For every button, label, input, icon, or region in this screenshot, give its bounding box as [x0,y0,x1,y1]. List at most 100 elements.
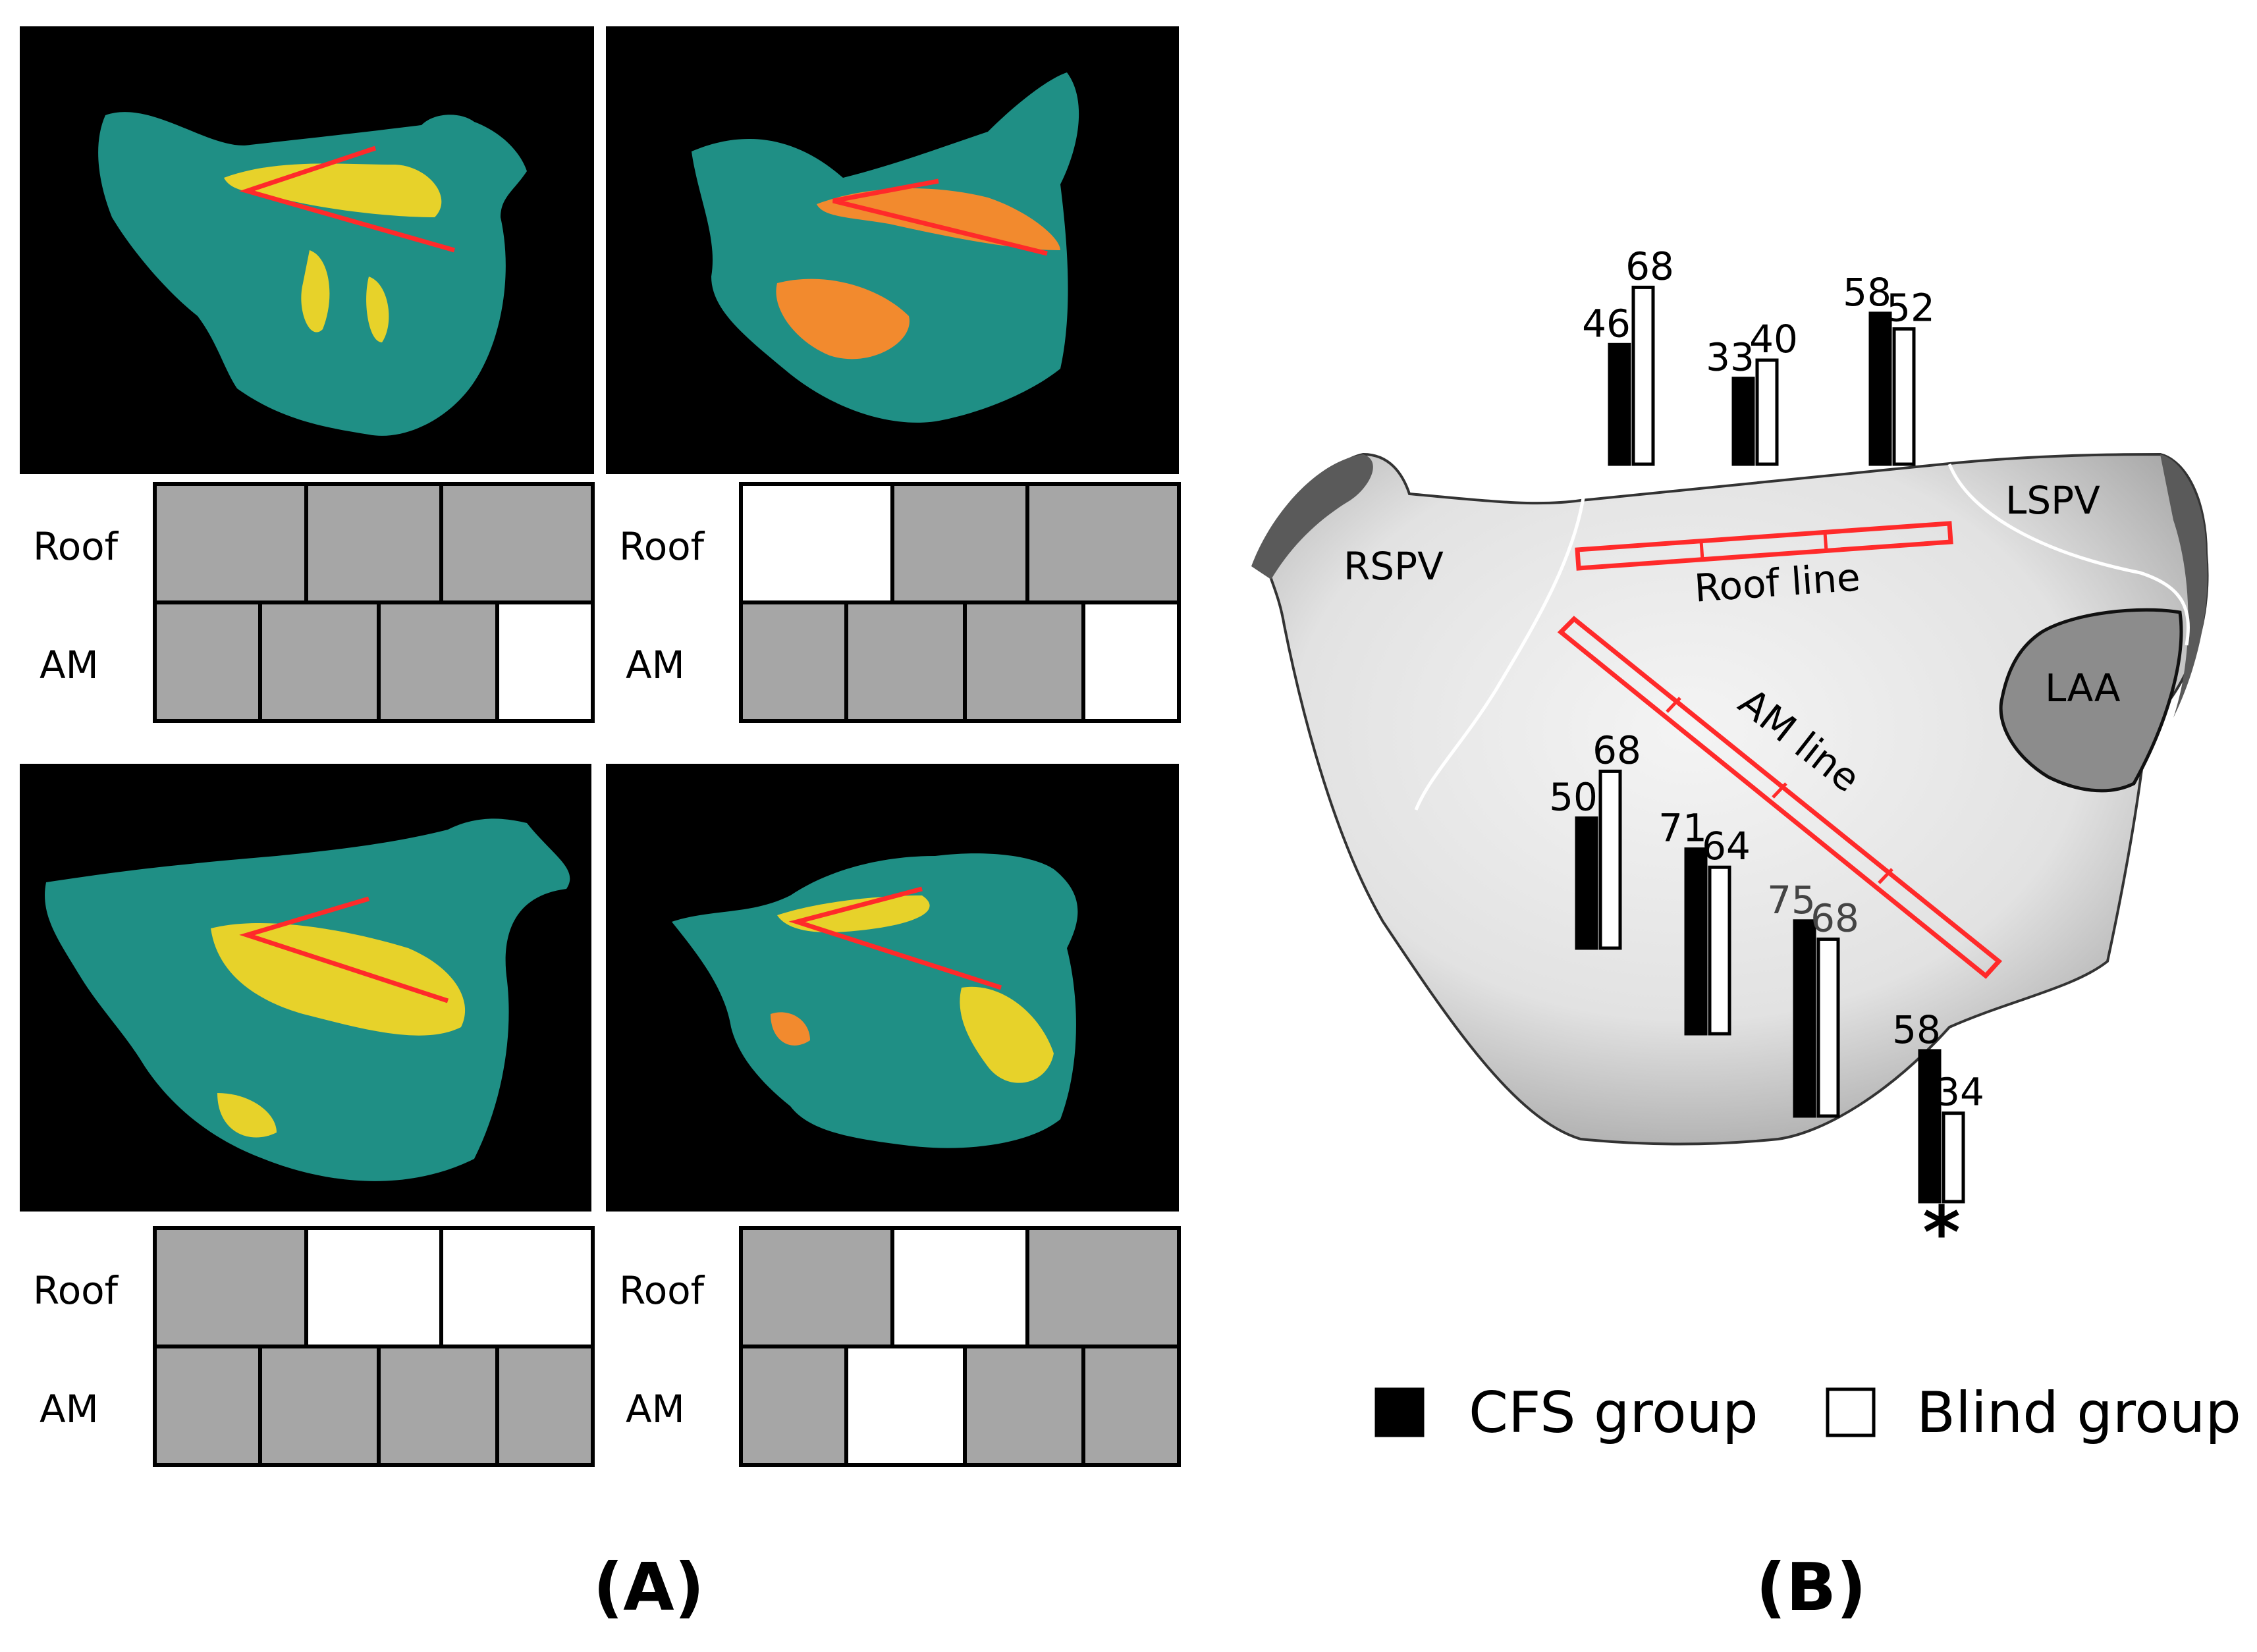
bar-blind-label-1: 68 [1625,244,1674,288]
grid-2-roof-cell-2 [890,482,1029,604]
map-4-scar-patch [960,986,1054,1083]
bar-blind-7 [1942,1111,1965,1204]
am-line-divider-1 [1666,697,1681,713]
bar-cfs-1 [1608,342,1631,466]
map-4-ablation-line [788,886,1002,990]
bar-cfs-7 [1918,1049,1942,1204]
bar-cfs-4 [1575,816,1598,950]
grid-1-am-cell-1 [153,600,262,723]
lge-map-4 [606,764,1179,1212]
bar-blind-5 [1708,865,1731,1036]
bar-cfs-label-6: 75 [1767,878,1816,922]
map-2-atrium [692,72,1079,423]
grid-2-roof-label: Roof [619,524,705,569]
legend-cfs-swatch [1374,1387,1425,1437]
bar-cfs-label-2: 33 [1706,335,1754,380]
bar-cfs-label-5: 71 [1658,806,1707,851]
grid-4-am-cell-4 [1081,1345,1181,1467]
lge-map-1 [20,26,594,474]
map-3-ablation-line [239,896,449,1003]
grid-4-am-label: AM [626,1387,685,1431]
am-line-divider-2 [1772,782,1787,799]
bar-cfs-2 [1731,377,1755,466]
map-4-scar-patch-2 [771,1012,810,1046]
map-2-scar-posterior [776,279,910,360]
grid-4-am-cell-2 [844,1345,967,1467]
bar-blind-3 [1892,327,1916,466]
bar-blind-6 [1816,937,1840,1118]
legend-cfs-label: CFS group [1469,1380,1758,1446]
bar-blind-label-7: 34 [1936,1070,1984,1115]
grid-2-am-cell-2 [844,600,967,723]
map-2-ablation-line [832,178,1048,256]
grid-2-am-label: AM [626,643,685,687]
grid-3-am-cell-1 [153,1345,262,1467]
grid-1-am-cell-3 [377,600,499,723]
bar-blind-label-2: 40 [1749,317,1798,361]
grid-2-am-cell-3 [963,600,1085,723]
grid-2-roof-cell-3 [1025,482,1181,604]
grid-2-am-cell-1 [739,600,848,723]
grid-4-roof-cell-3 [1025,1226,1181,1348]
grid-3-am-cell-3 [377,1345,499,1467]
map-2-scar-roof [817,188,1060,250]
bar-cfs-3 [1868,311,1892,466]
legend-blind-label: Blind group [1917,1380,2241,1446]
am-line-divider-3 [1878,868,1893,884]
bar-cfs-label-4: 50 [1549,775,1598,820]
rspv-label: RSPV [1344,544,1444,589]
grid-4-am-cell-1 [739,1345,848,1467]
lspv-label: LSPV [2005,478,2100,523]
bar-blind-2 [1755,358,1779,466]
panel-b-label: (B) [1756,1549,1866,1626]
roof-line-divider-2 [1823,532,1828,552]
grid-3-roof-label: Roof [33,1268,119,1313]
map-3-scar-roof [211,922,466,1036]
grid-4-am-cell-3 [963,1345,1085,1467]
grid-4-roof-cell-2 [890,1226,1029,1348]
legend: CFS group Blind group [1374,1380,2241,1446]
significance-asterisk: * [1922,1190,1961,1275]
grid-3-roof-cell-1 [153,1226,308,1348]
grid-4-roof-label: Roof [619,1268,705,1313]
legend-blind-swatch [1826,1387,1876,1437]
panel-b: Roof line AM line RSPV LSPV LAA 46683340… [1251,244,2241,1626]
grid-1-roof-cell-1 [153,482,308,604]
lspv-ostium [2160,454,2208,718]
bar-blind-1 [1631,285,1655,466]
map-4-scar-roof [777,895,930,932]
lge-map-3 [20,764,591,1212]
grid-3-am-cell-4 [495,1345,595,1467]
grid-2-roof-cell-1 [739,482,894,604]
roof-line-box [1575,521,1953,571]
map-1-scar-patch [301,250,330,333]
grid-3-roof-cell-2 [304,1226,443,1348]
map-3-scar-patch [217,1093,277,1138]
lspv-boundary-line [1947,464,2190,646]
bar-blind-label-4: 68 [1592,728,1641,772]
bar-blind-label-6: 68 [1810,895,1859,940]
bar-blind-4 [1598,769,1622,950]
map-1-scar-roof [224,163,442,217]
bar-blind-label-5: 64 [1702,824,1751,868]
bar-cfs-label-1: 46 [1582,301,1631,346]
panel-a-label: (A) [593,1549,705,1626]
map-4-atrium [672,853,1078,1148]
grid-3-roof-cell-3 [439,1226,595,1348]
grid-3-am-cell-2 [258,1345,381,1467]
map-1-scar-patch-2 [366,277,389,342]
grid-1-am-cell-4 [495,600,595,723]
grid-1-roof-cell-2 [304,482,443,604]
map-1-ablation-line [239,146,455,253]
laa-label: LAA [2045,666,2121,710]
am-line-box [1557,616,2003,979]
bar-cfs-6 [1793,919,1816,1118]
bar-cfs-label-7: 58 [1892,1007,1941,1052]
grid-2-am-cell-4 [1081,600,1181,723]
bar-cfs-label-3: 58 [1843,270,1891,315]
bar-blind-label-3: 52 [1886,286,1935,331]
